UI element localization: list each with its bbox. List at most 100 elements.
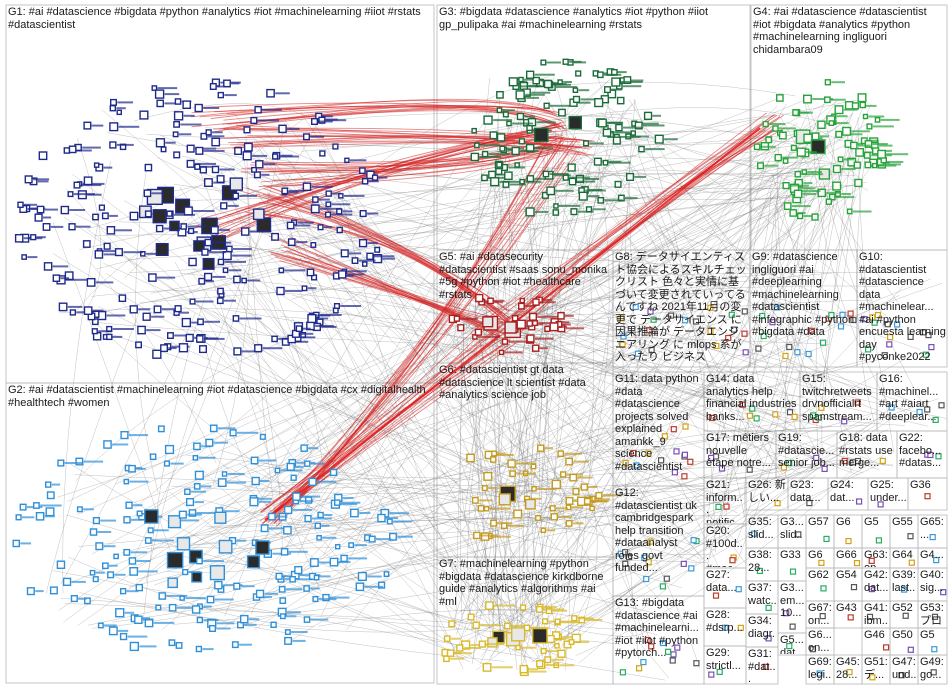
node-tag — [511, 625, 524, 627]
node-g2 — [305, 516, 311, 522]
node-g2 — [351, 509, 358, 516]
node-g4 — [855, 180, 862, 187]
node-tag — [494, 605, 515, 607]
node-g1 — [233, 193, 238, 198]
node-tag — [563, 324, 571, 326]
node-g7 — [483, 664, 491, 672]
node-g3 — [509, 78, 517, 86]
node-g4 — [793, 110, 798, 115]
node-g1 — [197, 336, 203, 342]
node-g1 — [363, 179, 368, 184]
node-tag — [803, 193, 816, 195]
node-g5 — [527, 321, 532, 326]
node-g10 — [924, 352, 929, 357]
node-tag — [93, 310, 104, 312]
node-tag — [262, 109, 282, 111]
node-tag — [232, 255, 251, 257]
node-tag — [565, 315, 574, 317]
node-g6 — [485, 507, 489, 511]
node-g39 — [902, 587, 907, 592]
node-tag — [203, 107, 219, 109]
node-tag — [543, 299, 552, 301]
node-tag — [170, 463, 183, 465]
node-g11 — [674, 449, 679, 454]
node-tag — [324, 226, 332, 228]
node-tag — [107, 315, 126, 317]
node-g4 — [783, 183, 789, 189]
node-g1 — [360, 211, 366, 217]
node-g1 — [235, 148, 242, 155]
node-g1 — [84, 241, 90, 247]
node-g8 — [647, 328, 652, 333]
node-g5 — [520, 299, 524, 303]
node-g4 — [853, 103, 859, 109]
node-tag — [520, 85, 538, 87]
node-tag — [139, 645, 156, 647]
node-tag — [497, 453, 505, 455]
node-g7 — [555, 644, 559, 648]
node-g7 — [555, 619, 560, 624]
node-g2 — [124, 517, 130, 523]
node-g7 — [520, 666, 527, 673]
node-g2 — [137, 511, 142, 516]
node-g1 — [279, 268, 283, 272]
node-g3 — [500, 146, 505, 151]
node-g4 — [758, 163, 764, 169]
node-g2 — [124, 550, 130, 556]
node-g1 — [242, 228, 249, 235]
group-box-g21 — [704, 478, 746, 524]
node-g1 — [363, 262, 367, 266]
node-tag — [545, 447, 553, 449]
node-g6 — [552, 480, 560, 488]
group-box-g46 — [862, 628, 890, 655]
node-g9 — [760, 314, 765, 319]
node-g2 — [211, 566, 225, 580]
node-g7 — [473, 622, 479, 628]
node-tag — [546, 664, 559, 666]
node-tag — [84, 461, 104, 463]
node-g6 — [558, 451, 563, 456]
node-tag — [492, 666, 513, 668]
node-g2 — [250, 498, 258, 506]
node-g1 — [339, 271, 346, 278]
node-g5 — [517, 320, 525, 328]
node-g6 — [499, 494, 510, 505]
group-box-g65 — [918, 515, 947, 548]
node-g1 — [203, 259, 214, 270]
node-tag — [33, 178, 49, 180]
node-g7 — [488, 638, 497, 647]
node-tag — [579, 89, 590, 91]
node-g1 — [252, 168, 256, 173]
node-g4 — [878, 151, 886, 159]
group-box-g24 — [828, 478, 868, 510]
node-tag — [596, 498, 610, 500]
node-g2 — [311, 559, 319, 567]
node-g14 — [747, 413, 752, 418]
node-g54 — [852, 585, 857, 590]
node-g2 — [369, 536, 375, 542]
node-g2 — [28, 588, 35, 595]
node-g2 — [196, 647, 201, 652]
node-g2 — [206, 439, 213, 446]
node-tag — [279, 156, 299, 158]
node-g10 — [908, 334, 913, 339]
node-g1 — [302, 286, 306, 290]
node-g70 — [932, 647, 937, 652]
node-tag — [577, 181, 596, 183]
group-box-g18 — [837, 431, 897, 478]
group-box-g51 — [862, 655, 890, 684]
node-g8 — [619, 316, 624, 321]
node-g2 — [16, 515, 21, 520]
node-g1 — [153, 210, 166, 223]
node-tag — [769, 123, 785, 125]
node-g1 — [243, 152, 251, 160]
node-g8 — [732, 327, 737, 332]
node-tag — [503, 109, 515, 111]
group-box-g33 — [778, 548, 806, 581]
node-g1 — [138, 326, 145, 333]
node-g8 — [694, 319, 699, 324]
edge — [546, 418, 892, 640]
node-g6 — [473, 498, 479, 504]
node-g24 — [857, 499, 862, 504]
node-g1 — [326, 212, 331, 217]
